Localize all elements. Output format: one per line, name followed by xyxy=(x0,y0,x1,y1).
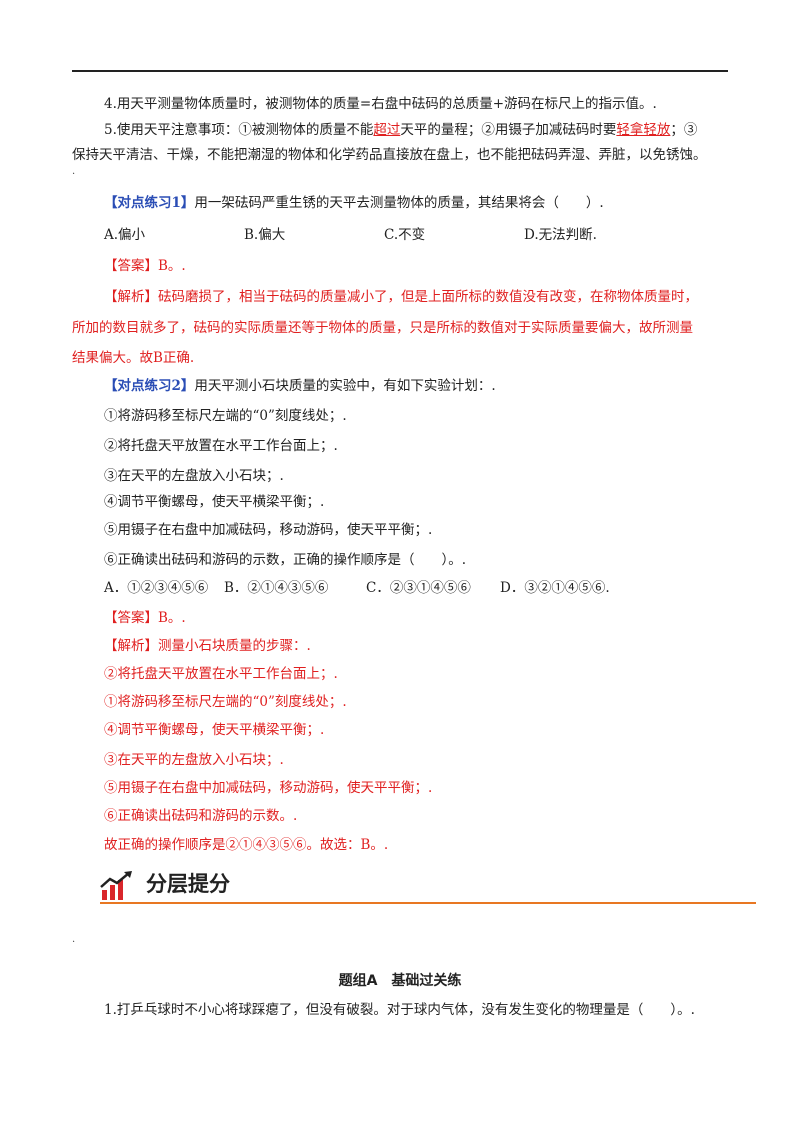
q2-step: ⑥正确读出砝码和游码的示数，正确的操作顺序是（ ）。. xyxy=(104,552,467,568)
group-title: 题组A 基础过关练 xyxy=(338,973,462,989)
section-title: 分层提分 xyxy=(146,872,230,896)
q2-analysis-step: ①将游码移至标尺左端的“0”刻度线处；. xyxy=(104,694,347,710)
item-5-part-c: ；③ xyxy=(670,122,698,138)
q2-step: ②将托盘天平放置在水平工作台面上；. xyxy=(104,438,338,454)
q1-tag: 【对点练习1】 xyxy=(104,195,195,211)
q2-step: ④调节平衡螺母，使天平横梁平衡；. xyxy=(104,494,325,510)
q1-options: A.偏小 B.偏大 C.不变 D.无法判断. xyxy=(104,225,597,245)
q1-option-d: D.无法判断. xyxy=(524,227,597,243)
item-5-part-b: 天平的量程；②用镊子加减砝码时要 xyxy=(400,122,617,138)
q1-analysis-line-2: 所加的数目就多了，砝码的实际质量还等于物体的质量，只是所标的数值对于实际质量要偏… xyxy=(72,320,693,336)
item-5-line-1: 5.使用天平注意事项：①被测物体的质量不能超过天平的量程；②用镊子加减砝码时要轻… xyxy=(104,120,697,140)
rising-chart-icon xyxy=(100,871,132,900)
q2-option-b: B．②①④③⑤⑥ xyxy=(224,580,329,596)
q2-analysis-step: ②将托盘天平放置在水平工作台面上；. xyxy=(104,666,338,682)
q2-analysis-tag: 【解析】 xyxy=(104,638,158,654)
paragraph-mark: . xyxy=(72,166,76,177)
q2-analysis-step: ④调节平衡螺母，使天平横梁平衡；. xyxy=(104,722,325,738)
q2-option-a: A．①②③④⑤⑥ xyxy=(104,580,209,596)
q2-step: ⑤用镊子在右盘中加减砝码，移动游码，使天平平衡；. xyxy=(104,522,433,538)
section-rule xyxy=(100,902,756,904)
q2-option-c: C．②③①④⑤⑥ xyxy=(366,580,471,596)
q2-analysis-step: ③在天平的左盘放入小石块；. xyxy=(104,752,284,768)
q1-option-c: C.不变 xyxy=(384,227,426,243)
q1-analysis-line-3: 结果偏大。故B正确. xyxy=(72,350,195,366)
q2-analysis-step: ⑤用镊子在右盘中加减砝码，移动游码，使天平平衡；. xyxy=(104,780,433,796)
q2-stem-line: 【对点练习2】用天平测小石块质量的实验中，有如下实验计划：. xyxy=(104,376,496,396)
q2-stem: 用天平测小石块质量的实验中，有如下实验计划：. xyxy=(194,378,496,394)
q2-analysis-step: ⑥正确读出砝码和游码的示数。. xyxy=(104,808,298,824)
item-4-text: 4.用天平测量物体质量时，被测物体的质量=右盘中砝码的总质量+游码在标尺上的指示… xyxy=(104,96,657,112)
paragraph-mark: . xyxy=(72,934,76,945)
q2-step: ③在天平的左盘放入小石块；. xyxy=(104,468,284,484)
q2-conclusion: 故正确的操作顺序是②①④③⑤⑥。故选：B。. xyxy=(104,837,389,853)
item-5-underline-1: 超过 xyxy=(373,122,401,138)
q2-options: A．①②③④⑤⑥ B．②①④③⑤⑥ C．②③①④⑤⑥ D．③②①④⑤⑥. xyxy=(104,578,610,598)
q1-option-a: A.偏小 xyxy=(104,227,146,243)
q2-tag: 【对点练习2】 xyxy=(104,378,195,394)
q1-stem: 用一架砝码严重生锈的天平去测量物体的质量，其结果将会（ ）. xyxy=(194,195,604,211)
q1-stem-line: 【对点练习1】用一架砝码严重生锈的天平去测量物体的质量，其结果将会（ ）. xyxy=(104,193,604,213)
q2-answer: 【答案】B。. xyxy=(104,610,186,626)
section-header: 分层提分 xyxy=(100,868,756,904)
q2-analysis-head: 测量小石块质量的步骤：. xyxy=(158,638,311,654)
q1-analysis-line-1: 【解析】砝码磨损了，相当于砝码的质量减小了，但是上面所标的数值没有改变，在称物体… xyxy=(104,287,698,307)
q2-step: ①将游码移至标尺左端的“0”刻度线处；. xyxy=(104,408,347,424)
header-rule xyxy=(72,70,728,72)
q1-answer: 【答案】B。. xyxy=(104,258,186,274)
q1-analysis-tag: 【解析】 xyxy=(104,289,158,305)
item-5-underline-2: 轻拿轻放 xyxy=(616,122,671,138)
q2-analysis-head-line: 【解析】测量小石块质量的步骤：. xyxy=(104,636,311,656)
q3-stem: 1.打乒乓球时不小心将球踩瘪了，但没有破裂。对于球内气体，没有发生变化的物理量是… xyxy=(104,1002,695,1018)
q2-option-d: D．③②①④⑤⑥. xyxy=(500,580,610,596)
item-5-part-a: 5.使用天平注意事项：①被测物体的质量不能 xyxy=(104,122,374,138)
item-5-line-2: 保持天平清洁、干燥，不能把潮湿的物体和化学药品直接放在盘上，也不能把砝码弄湿、弄… xyxy=(72,147,707,163)
q1-analysis-text-1: 砝码磨损了，相当于砝码的质量减小了，但是上面所标的数值没有改变，在称物体质量时， xyxy=(158,289,698,305)
q1-option-b: B.偏大 xyxy=(244,227,286,243)
